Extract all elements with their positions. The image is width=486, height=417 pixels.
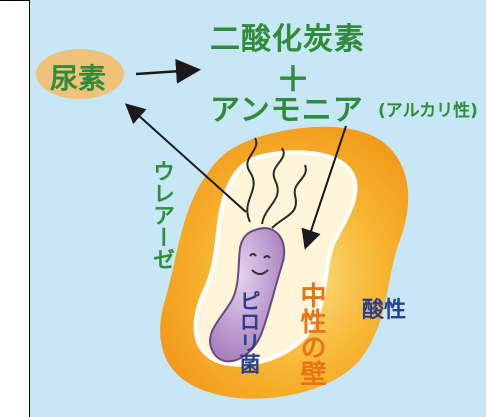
- label-plus: ＋: [276, 60, 310, 100]
- urea-blob: [36, 49, 124, 99]
- bacterium-face: [249, 253, 271, 275]
- label-urease: ウレアーゼ: [149, 160, 174, 270]
- label-neutral-wall: 中性の壁: [296, 282, 326, 386]
- arrow-urea-to-co2: [135, 58, 201, 84]
- arrow-bacterium-to-urea: [125, 103, 247, 213]
- label-co2: 二酸化炭素: [210, 22, 365, 57]
- label-pylori: ピロリ菌: [237, 290, 261, 374]
- label-urea: 尿素: [50, 62, 107, 95]
- frame-line: [29, 0, 30, 417]
- label-alkali: (アルカリ性): [378, 101, 478, 121]
- flagella: [246, 137, 307, 229]
- label-ammonia: アンモニア: [210, 93, 364, 128]
- pylori-bacterium: [209, 227, 286, 363]
- frame-line: [0, 0, 30, 1]
- label-acidic: 酸性: [362, 298, 407, 323]
- arrow-ammonia-to-wall: [301, 125, 347, 250]
